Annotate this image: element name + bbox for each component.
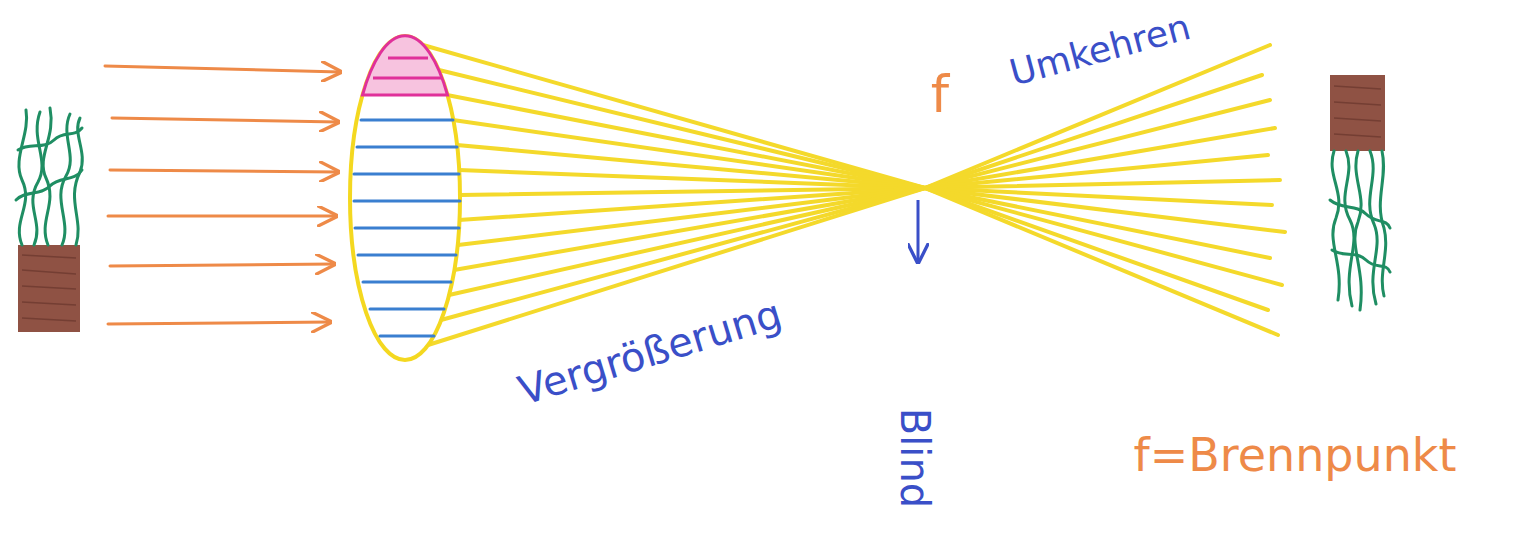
focal-symbol: f <box>928 66 952 123</box>
pointer-arrow <box>917 200 920 262</box>
incoming-light <box>105 66 340 324</box>
magnification-label: Vergrößerung <box>510 290 789 413</box>
focal-legend-note: f=Brennpunkt <box>1131 430 1460 481</box>
blind-label: Blind <box>893 405 937 511</box>
light-rays <box>423 45 1285 345</box>
leaves <box>16 108 82 245</box>
flower-pot <box>1330 75 1385 151</box>
leaves <box>1330 151 1390 310</box>
plant-inverted <box>1330 75 1390 310</box>
convex-lens <box>350 36 460 360</box>
flower-pot <box>18 245 80 332</box>
plant-upright <box>16 108 82 332</box>
inversion-label: Umkehren <box>1003 6 1198 94</box>
